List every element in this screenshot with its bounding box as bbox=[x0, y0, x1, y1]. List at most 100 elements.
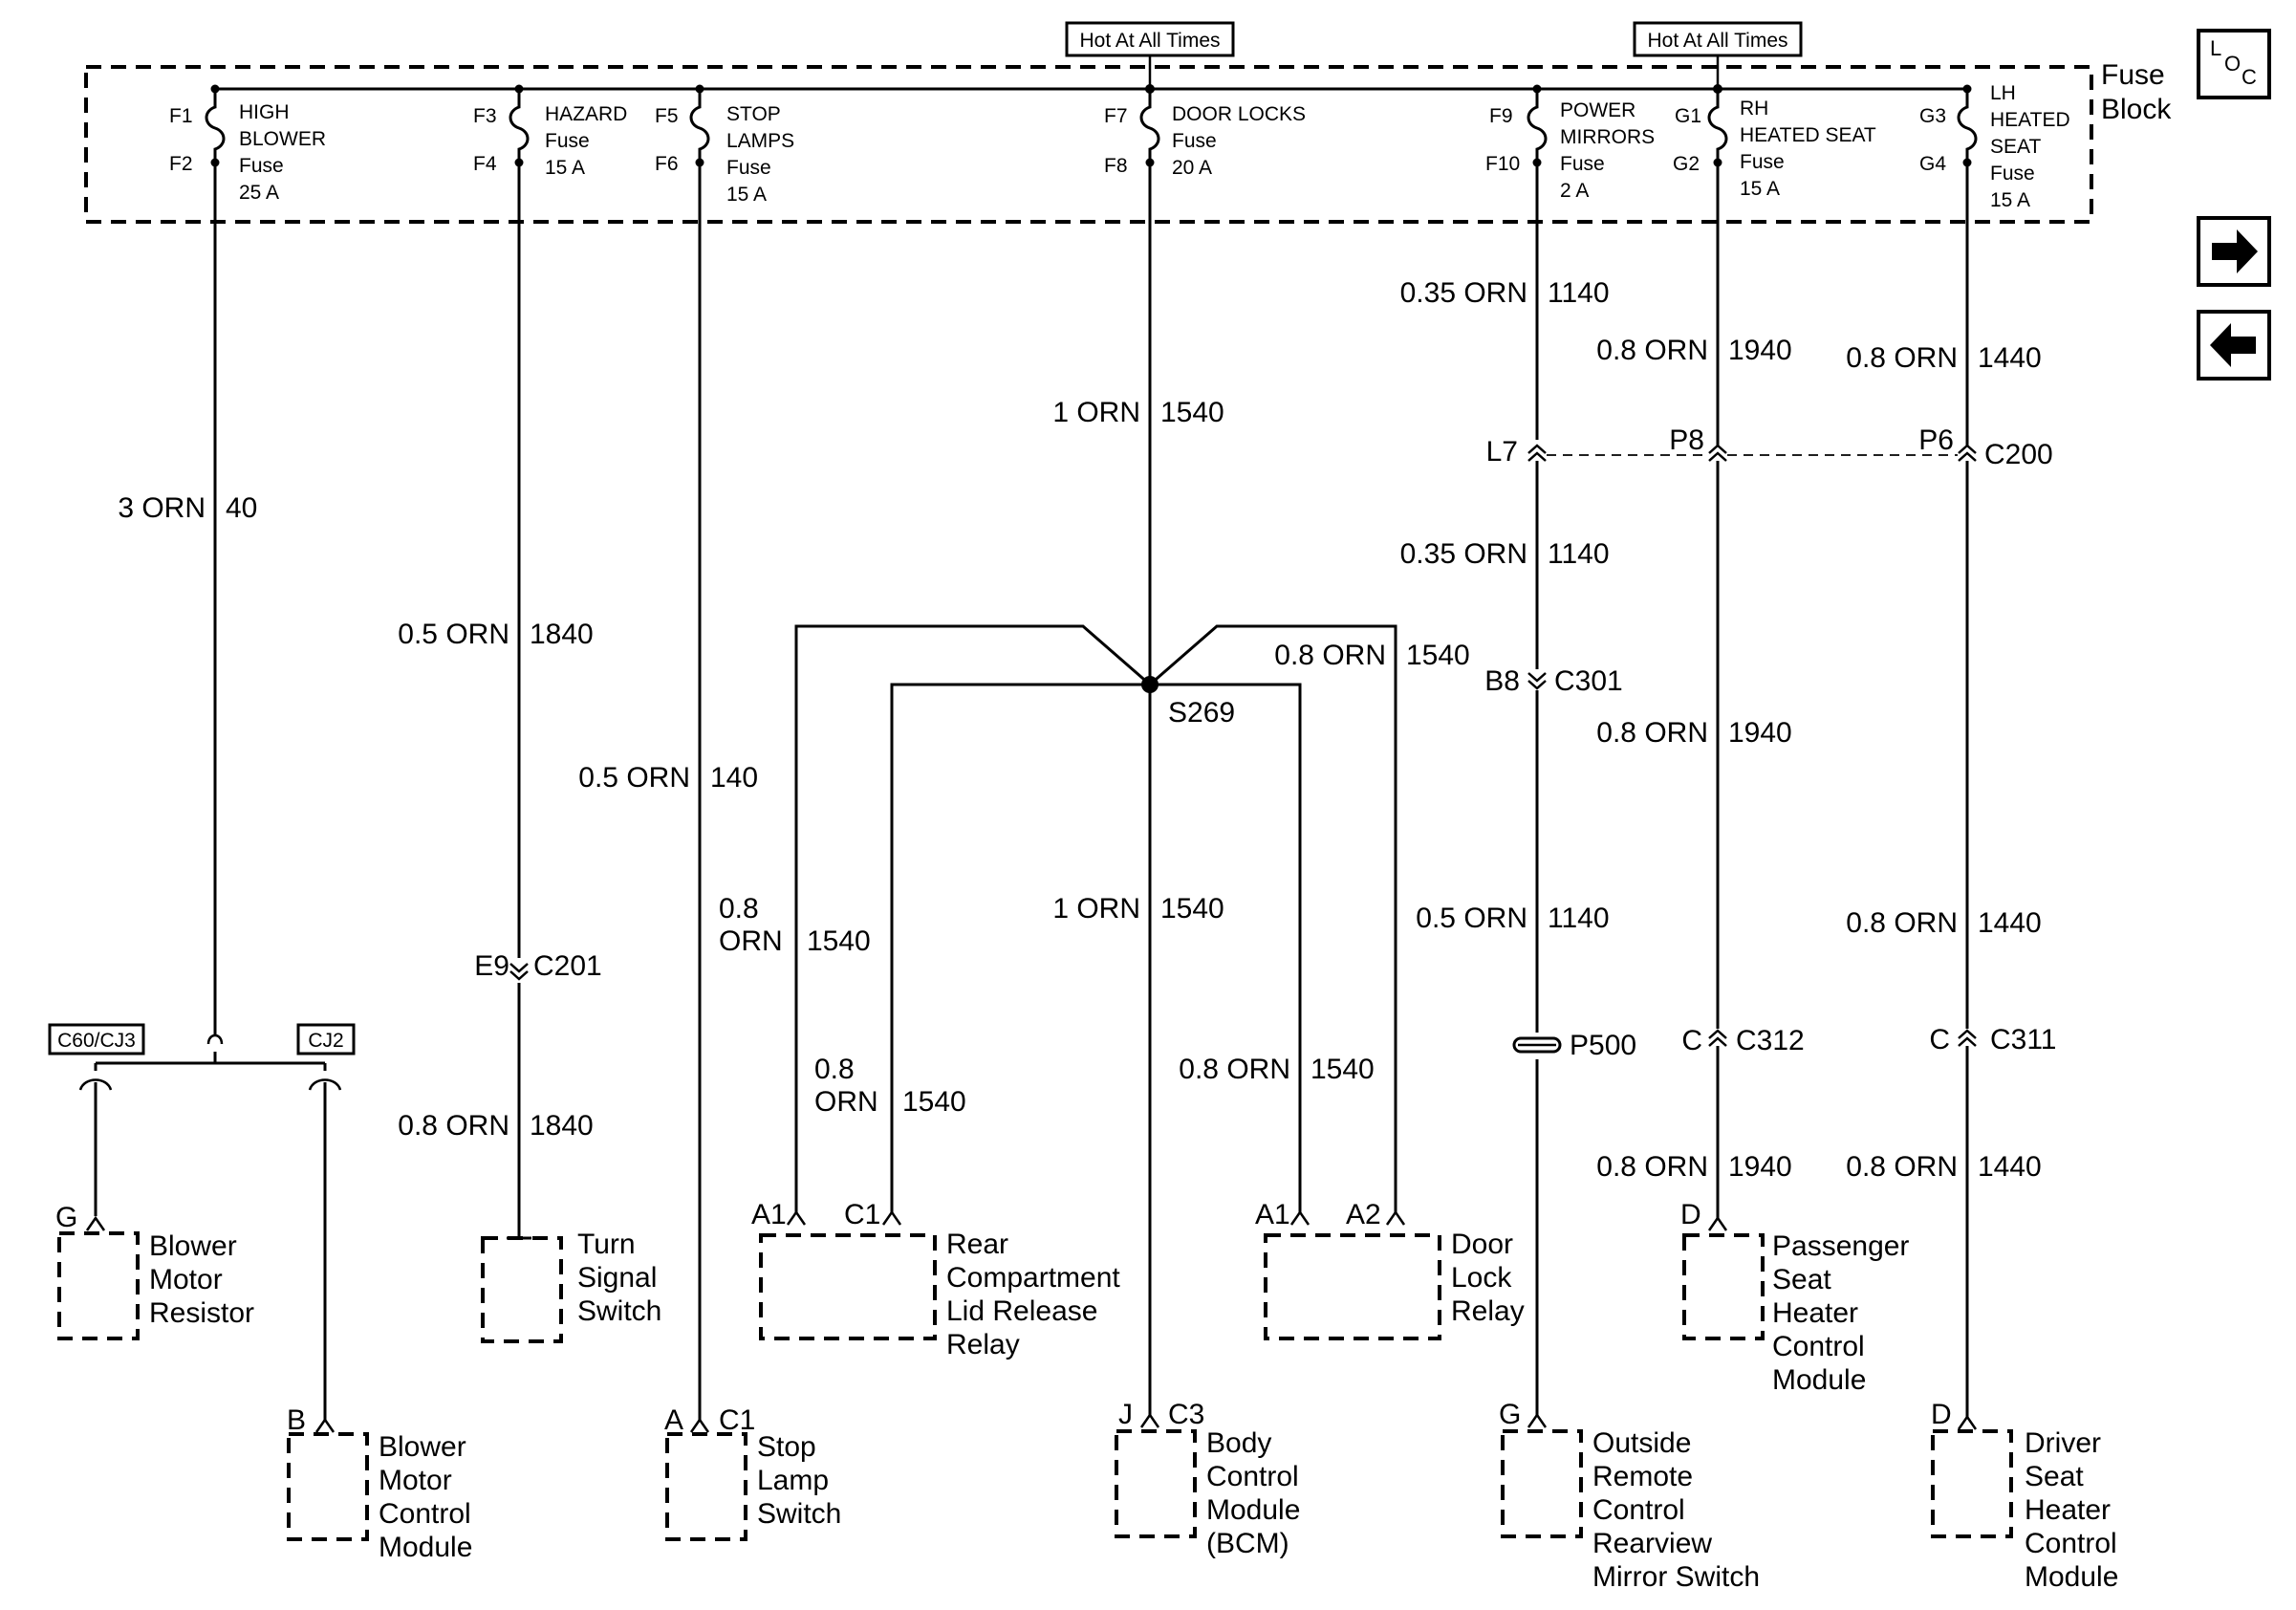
connector-p500: P500 bbox=[1570, 1030, 1636, 1061]
svg-text:Outside: Outside bbox=[1592, 1427, 1691, 1459]
connector-p6: P6 bbox=[1918, 424, 1954, 456]
svg-text:Driver: Driver bbox=[2025, 1427, 2101, 1459]
svg-text:Module: Module bbox=[1206, 1494, 1300, 1526]
right-arrow-icon bbox=[2212, 229, 2258, 273]
pin-bcm-j: J bbox=[1118, 1399, 1133, 1430]
pin-driver-d: D bbox=[1931, 1399, 1952, 1430]
svg-text:G1: G1 bbox=[1675, 105, 1701, 127]
svg-text:Heater: Heater bbox=[1772, 1297, 1858, 1329]
wire-1140-gauge-a: 0.35 ORN bbox=[1400, 277, 1527, 309]
svg-text:Stop: Stop bbox=[757, 1431, 816, 1463]
body-control-module-label: Body Control Module (BCM) bbox=[1206, 1427, 1300, 1559]
wire-1540-circuit-c1: 1540 bbox=[902, 1086, 966, 1118]
pin-mirror-g: G bbox=[1499, 1399, 1521, 1430]
pin-stop-lamp-a: A bbox=[664, 1404, 683, 1436]
svg-text:0.8: 0.8 bbox=[814, 1054, 855, 1085]
rear-compartment-relay-box bbox=[759, 1233, 937, 1340]
svg-text:Rearview: Rearview bbox=[1592, 1528, 1712, 1559]
hot-at-all-times-label-left: Hot At All Times bbox=[1065, 21, 1235, 57]
fuse-g3-g4: G3 G4 LH HEATED SEAT Fuse 15 A bbox=[1919, 82, 2070, 211]
svg-text:Fuse: Fuse bbox=[239, 155, 284, 177]
wire-1940-circuit-a: 1940 bbox=[1728, 335, 1792, 366]
svg-text:2 A: 2 A bbox=[1560, 180, 1589, 202]
turn-signal-switch-label: Turn Signal Switch bbox=[577, 1229, 661, 1327]
svg-text:Relay: Relay bbox=[1451, 1295, 1525, 1327]
svg-text:RH: RH bbox=[1740, 98, 1768, 120]
svg-text:C60/CJ3: C60/CJ3 bbox=[57, 1030, 136, 1052]
blower-motor-resistor-label: Blower Motor Resistor bbox=[149, 1230, 254, 1329]
fuse-f5-f6: F5 F6 STOP LAMPS Fuse 15 A bbox=[655, 103, 794, 206]
pin-door-a2: A2 bbox=[1346, 1199, 1381, 1230]
svg-text:Body: Body bbox=[1206, 1427, 1271, 1459]
wire-1140-circuit-b: 1140 bbox=[1548, 538, 1610, 570]
fuse-f9-f10: F9 F10 POWER MIRRORS Fuse 2 A bbox=[1485, 99, 1655, 202]
svg-text:F10: F10 bbox=[1485, 153, 1520, 175]
svg-text:Fuse: Fuse bbox=[1990, 163, 2035, 185]
wire-1940-gauge-b: 0.8 ORN bbox=[1596, 717, 1708, 749]
svg-text:DOOR LOCKS: DOOR LOCKS bbox=[1172, 103, 1306, 125]
svg-text:Relay: Relay bbox=[946, 1329, 1020, 1360]
wire-1440-gauge-b: 0.8 ORN bbox=[1846, 907, 1958, 939]
blower-motor-control-module-label: Blower Motor Control Module bbox=[379, 1431, 472, 1563]
svg-text:15 A: 15 A bbox=[1990, 189, 2030, 211]
wire-40-gauge: 3 ORN bbox=[118, 492, 206, 524]
svg-text:15 A: 15 A bbox=[1740, 178, 1780, 200]
door-lock-relay-label: Door Lock Relay bbox=[1451, 1229, 1525, 1327]
svg-text:Turn: Turn bbox=[577, 1229, 636, 1260]
svg-text:Hot At All Times: Hot At All Times bbox=[1647, 30, 1787, 52]
svg-text:F6: F6 bbox=[655, 153, 679, 175]
svg-text:F9: F9 bbox=[1489, 105, 1513, 127]
svg-text:LH: LH bbox=[1990, 82, 2016, 104]
blower-motor-control-module-box bbox=[287, 1432, 369, 1541]
fuse-g1-g2: G1 G2 RH HEATED SEAT Fuse 15 A bbox=[1673, 98, 1876, 200]
wire-1140-circuit-c: 1140 bbox=[1548, 903, 1610, 934]
svg-text:Fuse: Fuse bbox=[1560, 153, 1605, 175]
connector-c301: C301 bbox=[1554, 665, 1623, 697]
wire-1940-gauge-a: 0.8 ORN bbox=[1596, 335, 1708, 366]
connector-c311-pin: C bbox=[1929, 1024, 1950, 1055]
svg-text:15 A: 15 A bbox=[726, 184, 767, 206]
connector-l7: L7 bbox=[1486, 436, 1518, 468]
svg-text:Blower: Blower bbox=[149, 1230, 237, 1262]
wire-1540-gauge-top: 1 ORN bbox=[1052, 397, 1140, 428]
svg-text:Fuse: Fuse bbox=[1740, 151, 1785, 173]
next-page-button[interactable] bbox=[2197, 216, 2271, 287]
connector-p500-symbol bbox=[1512, 1036, 1562, 1054]
svg-text:HEATED SEAT: HEATED SEAT bbox=[1740, 124, 1876, 146]
loc-icon[interactable]: L O C bbox=[2197, 29, 2271, 99]
pin-rear-c1: C1 bbox=[844, 1199, 880, 1230]
svg-text:F2: F2 bbox=[169, 153, 193, 175]
wire-1840-circuit-a: 1840 bbox=[530, 619, 594, 650]
svg-text:Door: Door bbox=[1451, 1229, 1513, 1260]
svg-text:HIGH: HIGH bbox=[239, 101, 290, 123]
wire-1140-circuit-a: 1140 bbox=[1548, 277, 1610, 309]
fuse-block bbox=[84, 65, 2093, 224]
connector-c312: C312 bbox=[1736, 1025, 1805, 1056]
wire-1840-gauge-a: 0.5 ORN bbox=[398, 619, 509, 650]
wire-1840-gauge-b: 0.8 ORN bbox=[398, 1110, 509, 1142]
svg-text:Rear: Rear bbox=[946, 1229, 1008, 1260]
wire-140-circuit: 140 bbox=[710, 762, 758, 794]
pin-blower-resistor-g: G bbox=[55, 1202, 77, 1233]
wire-1940-circuit-c: 1940 bbox=[1728, 1151, 1792, 1183]
svg-text:F1: F1 bbox=[169, 105, 193, 127]
svg-text:Motor: Motor bbox=[379, 1465, 452, 1496]
pin-blower-control-b: B bbox=[287, 1404, 306, 1436]
connector-c201: C201 bbox=[533, 950, 602, 982]
svg-text:HEATED: HEATED bbox=[1990, 109, 2070, 131]
body-control-module-box bbox=[1115, 1429, 1197, 1538]
pin-passenger-d: D bbox=[1680, 1199, 1701, 1230]
svg-text:(BCM): (BCM) bbox=[1206, 1528, 1289, 1559]
svg-text:HAZARD: HAZARD bbox=[545, 103, 627, 125]
svg-text:Lid Release: Lid Release bbox=[946, 1295, 1097, 1327]
svg-text:C: C bbox=[2242, 65, 2257, 89]
svg-text:Control: Control bbox=[1772, 1331, 1865, 1362]
svg-text:STOP: STOP bbox=[726, 103, 781, 125]
fuse-f3-f4: F3 F4 HAZARD Fuse 15 A bbox=[473, 103, 627, 179]
driver-seat-heater-label: Driver Seat Heater Control Module bbox=[2025, 1427, 2118, 1593]
connector-c60-cj3: C60/CJ3 bbox=[48, 1023, 145, 1055]
svg-text:Hot At All Times: Hot At All Times bbox=[1079, 30, 1220, 52]
svg-text:F5: F5 bbox=[655, 105, 679, 127]
wire-1540-circuit-right: 1540 bbox=[1406, 640, 1470, 671]
previous-page-button[interactable] bbox=[2197, 310, 2271, 381]
